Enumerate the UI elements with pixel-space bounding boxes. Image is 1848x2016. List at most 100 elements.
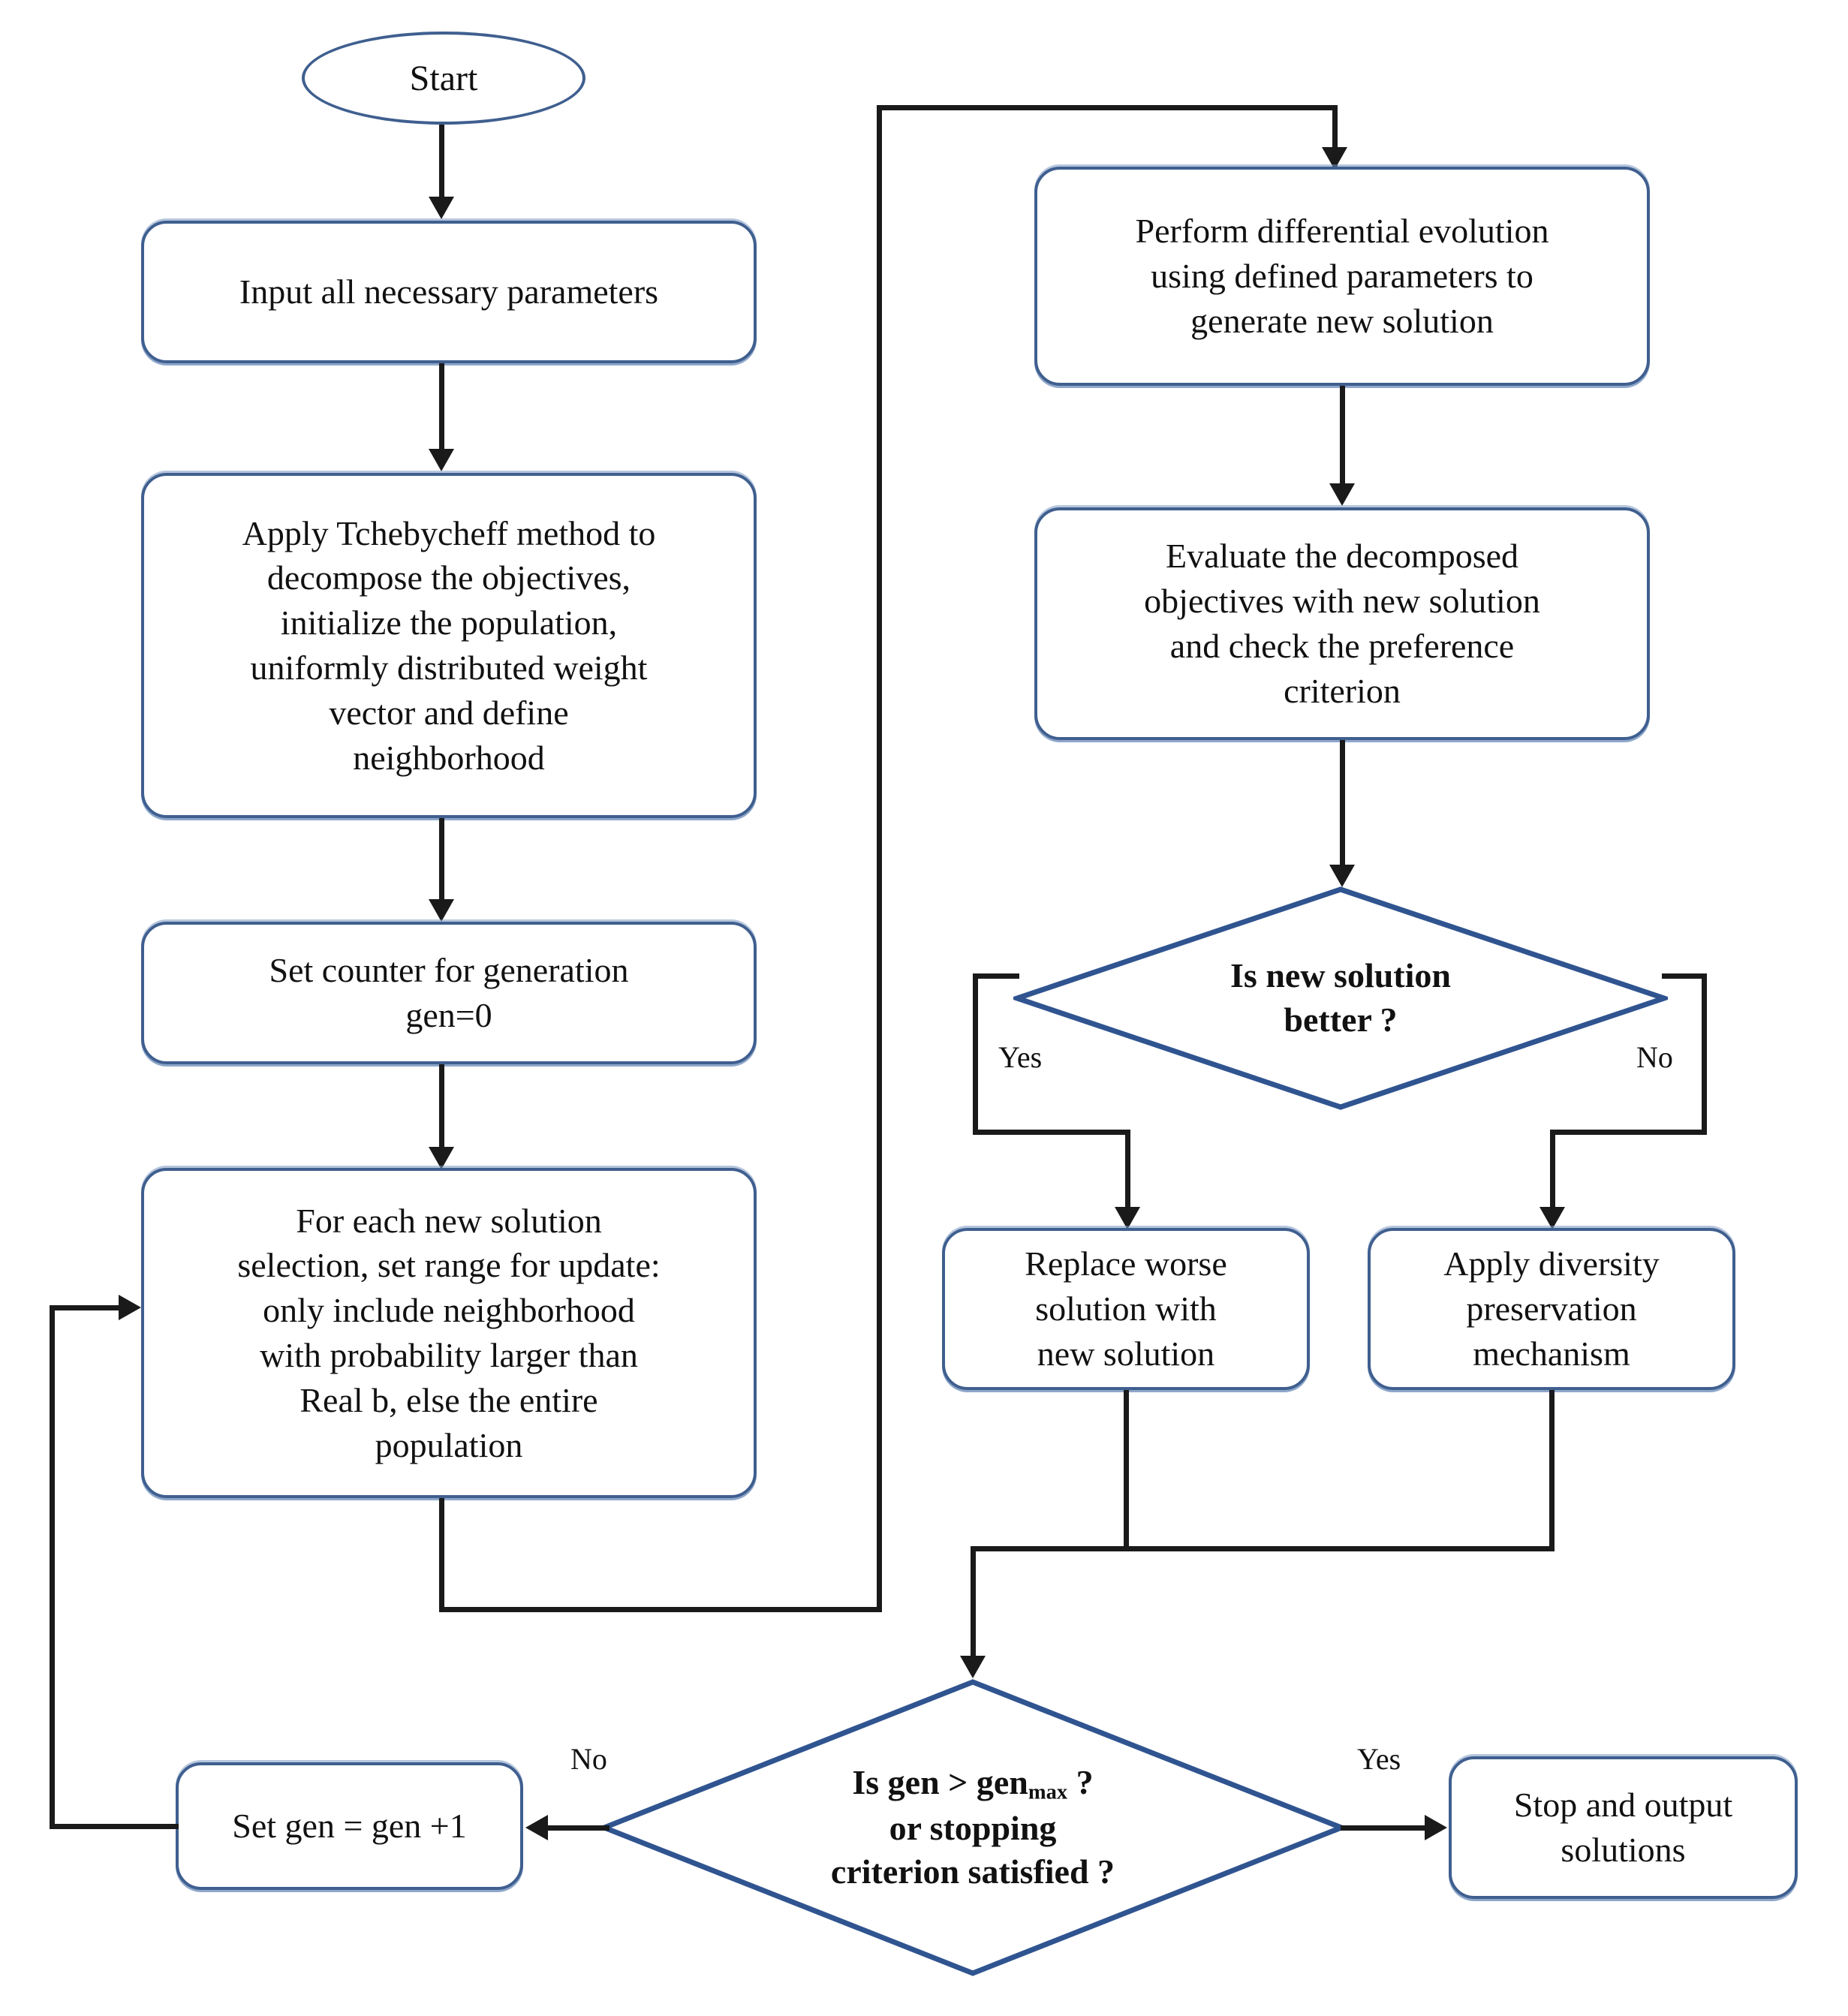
- connector-loop-into-de: [1332, 105, 1338, 174]
- connector-better-yes-h2: [973, 1130, 1130, 1135]
- arrowhead-counter-to-foreach: [429, 1147, 454, 1169]
- arrowhead-feedback-into-foreach: [119, 1295, 141, 1320]
- line: preservation: [1466, 1289, 1637, 1328]
- connector-better-yes-h1: [973, 973, 1019, 979]
- node-perform-de: Perform differential evolution using def…: [1034, 167, 1650, 386]
- connector-feedback-right: [50, 1305, 125, 1310]
- line: uniformly distributed weight: [250, 648, 648, 687]
- arrowhead-merge-to-decision: [960, 1656, 986, 1678]
- node-is-gen-max: Is gen > genmax ? or stopping criterion …: [600, 1678, 1345, 1977]
- arrowhead-genmax-no: [525, 1815, 548, 1840]
- line-suffix: ?: [1067, 1762, 1094, 1801]
- node-stop-output: Stop and output solutions: [1449, 1756, 1798, 1899]
- connector-feedback-up: [50, 1305, 55, 1828]
- line: solutions: [1561, 1831, 1686, 1869]
- connector-better-no-v2: [1550, 1130, 1555, 1223]
- line: Apply diversity: [1443, 1244, 1660, 1283]
- line: better ?: [1284, 1000, 1398, 1039]
- line: neighborhood: [353, 738, 545, 777]
- line: or stopping: [889, 1808, 1057, 1847]
- node-set-counter: Set counter for generation gen=0: [141, 922, 757, 1064]
- connector-loop-up: [877, 105, 882, 1612]
- node-is-gen-max-label: Is gen > genmax ? or stopping criterion …: [600, 1678, 1345, 1977]
- arrowhead-genmax-yes: [1425, 1815, 1447, 1840]
- line: population: [375, 1425, 523, 1464]
- node-replace-worse: Replace worse solution with new solution: [942, 1228, 1310, 1390]
- connector-de-to-evaluate: [1340, 386, 1345, 497]
- connector-evaluate-to-decision: [1340, 740, 1345, 877]
- line: criterion satisfied ?: [830, 1852, 1115, 1891]
- connector-foreach-down: [439, 1498, 444, 1612]
- line: vector and define: [329, 693, 569, 732]
- node-set-counter-label: Set counter for generation gen=0: [250, 948, 649, 1038]
- connector-start-to-input: [439, 125, 444, 210]
- line: Stop and output: [1513, 1786, 1733, 1825]
- connector-better-no-h2: [1550, 1130, 1707, 1135]
- line: Real b, else the entire: [299, 1380, 598, 1419]
- node-for-each-solution-label: For each new solution selection, set ran…: [218, 1199, 679, 1468]
- connector-counter-to-foreach: [439, 1064, 444, 1160]
- node-perform-de-label: Perform differential evolution using def…: [1116, 209, 1569, 343]
- node-tchebycheff: Apply Tchebycheff method to decompose th…: [141, 473, 757, 818]
- diamond-outline: [1013, 886, 1668, 1110]
- edge-label-genmax-no: No: [570, 1742, 607, 1776]
- line: mechanism: [1473, 1334, 1630, 1373]
- line: Perform differential evolution: [1135, 212, 1549, 251]
- node-is-new-solution-better: Is new solution better ?: [1013, 886, 1668, 1111]
- arrowhead-input-to-tchebycheff: [429, 449, 454, 471]
- connector-better-yes-v2: [1125, 1130, 1130, 1223]
- line-gen-max: Is gen > genmax ?: [852, 1761, 1093, 1807]
- line: with probability larger than: [260, 1336, 638, 1374]
- connector-foreach-right: [439, 1607, 882, 1612]
- node-evaluate: Evaluate the decomposed objectives with …: [1034, 507, 1650, 740]
- line: Is new solution: [1230, 956, 1451, 995]
- connector-replace-down: [1124, 1390, 1129, 1551]
- line: generate new solution: [1190, 301, 1494, 340]
- line: objectives with new solution: [1144, 582, 1540, 621]
- line: and check the preference: [1169, 627, 1515, 665]
- line: selection, set range for update:: [237, 1246, 661, 1285]
- connector-tchebycheff-to-counter: [439, 818, 444, 913]
- connector-merge-h: [971, 1546, 1555, 1551]
- connector-feedback-left: [50, 1824, 179, 1829]
- connector-better-no-v1: [1702, 973, 1707, 1135]
- line: For each new solution: [296, 1201, 602, 1240]
- line: only include neighborhood: [263, 1291, 635, 1330]
- arrowhead-tchebycheff-to-counter: [429, 899, 454, 922]
- node-start-label: Start: [409, 58, 478, 98]
- line: solution with: [1035, 1289, 1217, 1328]
- node-apply-diversity-label: Apply diversity preservation mechanism: [1424, 1241, 1678, 1376]
- node-input-parameters: Input all necessary parameters: [141, 221, 757, 363]
- arrowhead-better-yes: [1115, 1207, 1140, 1229]
- node-replace-worse-label: Replace worse solution with new solution: [1005, 1241, 1247, 1376]
- node-input-parameters-label: Input all necessary parameters: [239, 272, 659, 311]
- connector-genmax-yes: [1341, 1825, 1432, 1831]
- edge-label-better-no: No: [1636, 1040, 1673, 1074]
- edge-label-genmax-yes: Yes: [1357, 1742, 1401, 1776]
- node-set-gen-label: Set gen = gen +1: [232, 1807, 467, 1846]
- node-set-gen: Set gen = gen +1: [176, 1762, 523, 1890]
- node-is-new-solution-better-label: Is new solution better ?: [1013, 886, 1668, 1111]
- line: new solution: [1037, 1334, 1215, 1373]
- node-evaluate-label: Evaluate the decomposed objectives with …: [1124, 534, 1560, 713]
- connector-better-yes-v1: [973, 973, 978, 1135]
- line: decompose the objectives,: [266, 558, 631, 597]
- line: Apply Tchebycheff method to: [242, 513, 656, 552]
- node-for-each-solution: For each new solution selection, set ran…: [141, 1168, 757, 1498]
- line: criterion: [1284, 671, 1401, 710]
- line: initialize the population,: [280, 603, 618, 642]
- line: gen=0: [405, 996, 492, 1034]
- line: Replace worse: [1025, 1244, 1227, 1283]
- arrowhead-better-no: [1539, 1207, 1565, 1229]
- connector-input-to-tchebycheff: [439, 363, 444, 462]
- connector-better-no-h1: [1662, 973, 1707, 979]
- arrowhead-de-to-evaluate: [1329, 483, 1355, 506]
- arrowhead-evaluate-to-decision: [1329, 865, 1355, 887]
- edge-label-better-yes: Yes: [998, 1040, 1043, 1074]
- subscript-max: max: [1028, 1780, 1068, 1804]
- connector-genmax-no: [545, 1825, 609, 1831]
- node-stop-output-label: Stop and output solutions: [1494, 1783, 1752, 1873]
- connector-loop-top: [877, 105, 1338, 110]
- diamond-outline: [600, 1679, 1345, 1976]
